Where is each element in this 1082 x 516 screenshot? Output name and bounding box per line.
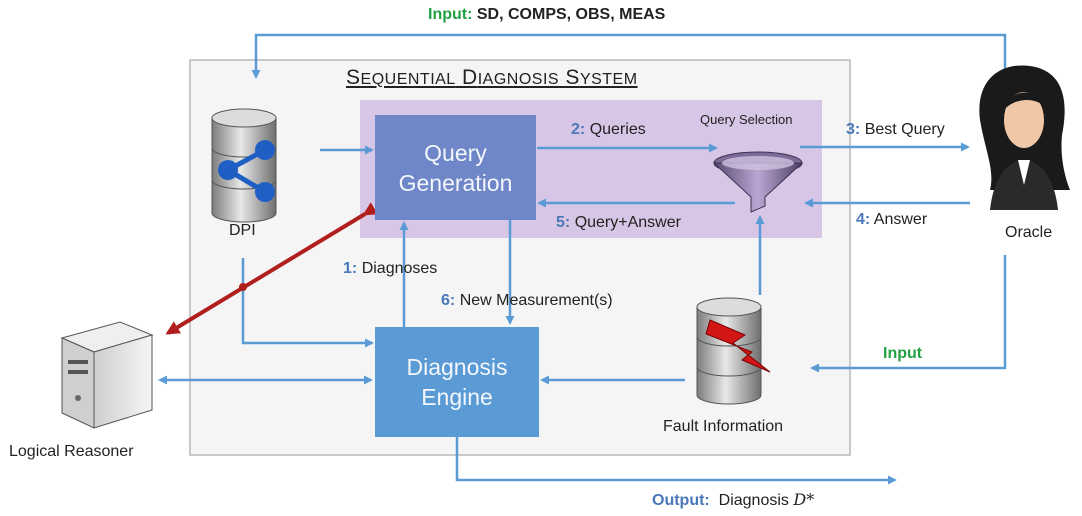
oracle-label: Oracle <box>1005 224 1053 241</box>
system-title-word-2: DIAGNOSIS <box>462 66 560 89</box>
output-arrow <box>455 437 897 485</box>
query-generation-line2: Generation <box>398 169 513 196</box>
input-top-prefix: Input: <box>428 6 473 23</box>
input-top-value: SD, COMPS, OBS, MEAS <box>476 6 666 23</box>
junction-dot <box>239 283 247 291</box>
queries-label: 2: Queries <box>571 121 646 138</box>
diagnosis-engine-line1: Diagnosis <box>406 354 508 380</box>
input-top-label: Input: SD, COMPS, OBS, MEAS <box>428 6 665 24</box>
system-title-word-3: SYSTEM <box>565 66 638 89</box>
dpi-label: DPI <box>229 222 256 239</box>
output-label: Output: Diagnosis D* <box>652 490 815 509</box>
input-top-arrow <box>251 33 1007 80</box>
server-icon <box>60 321 154 429</box>
diagnosis-engine-line2: Engine <box>421 384 493 410</box>
query-generation-box: Query Generation <box>375 115 536 220</box>
diagnoses-label: 1: Diagnoses <box>343 260 438 277</box>
query-selection-label: Query Selection <box>700 112 793 127</box>
oracle-person-icon <box>979 65 1070 210</box>
answer-label: 4: Answer <box>856 211 928 228</box>
input-right-label: Input <box>883 345 923 362</box>
new-measurements-label: 6: New Measurement(s) <box>441 292 613 309</box>
diagnosis-engine-box: Diagnosis Engine <box>375 327 539 437</box>
fault-database-icon <box>696 297 771 405</box>
fault-information-label: Fault Information <box>663 418 784 435</box>
query-answer-label: 5: Query+Answer <box>556 214 681 231</box>
logical-reasoner-label: Logical Reasoner <box>9 443 134 460</box>
dpi-database-icon <box>211 108 277 223</box>
funnel-icon <box>712 151 804 213</box>
reasoner-link-arrow <box>165 202 379 335</box>
best-query-label: 3: Best Query <box>846 121 945 138</box>
query-generation-line1: Query <box>424 139 487 166</box>
system-title-word-1: SEQUENTIAL <box>346 66 456 89</box>
input-right-arrow <box>810 255 1007 373</box>
system-title: SEQUENTIAL DIAGNOSIS SYSTEM <box>346 66 638 90</box>
